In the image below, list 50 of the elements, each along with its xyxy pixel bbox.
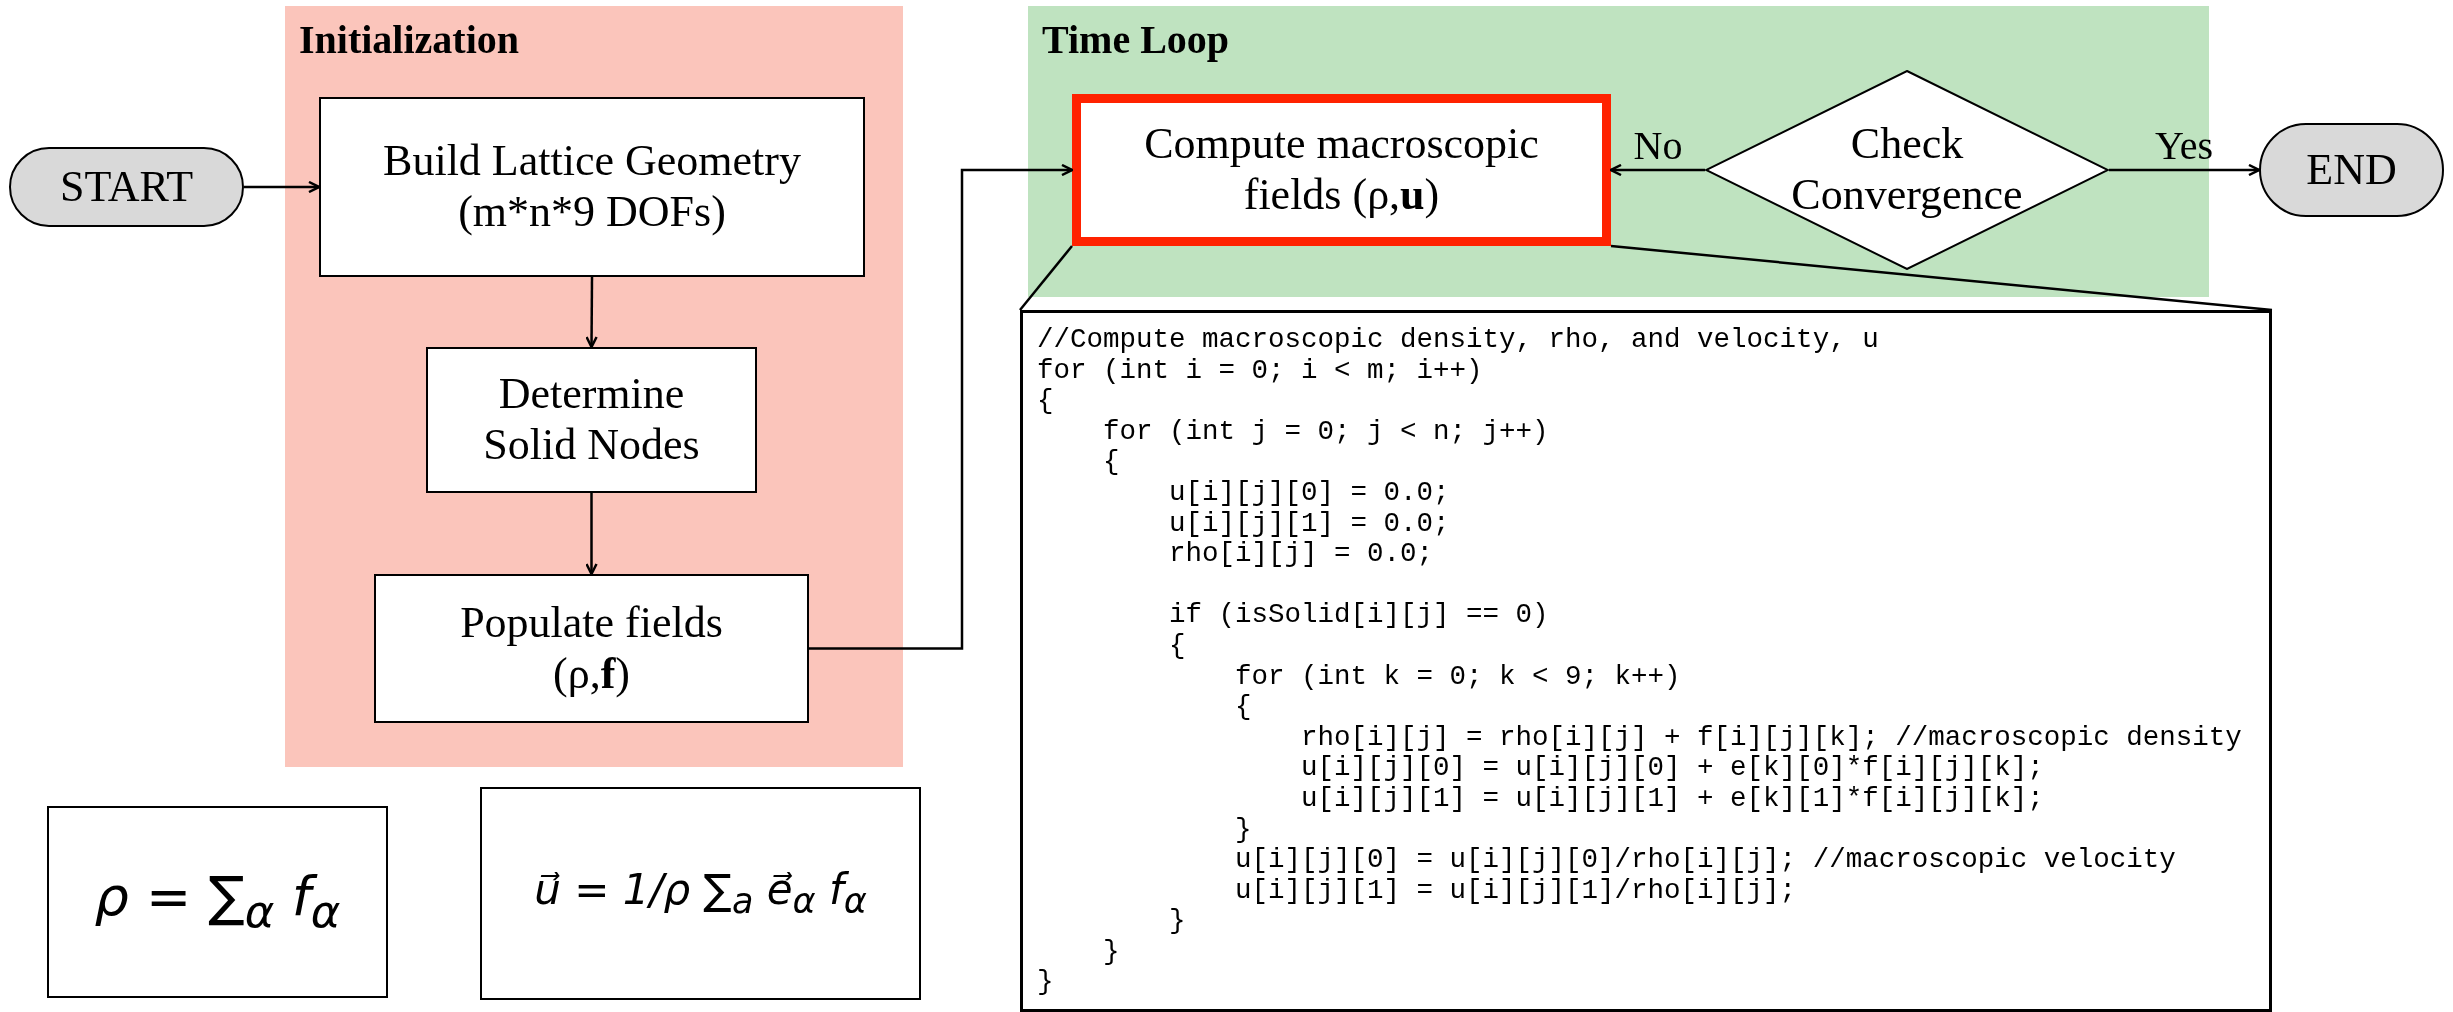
formula-text: ρ = ∑$_{α}$ f$_{α}$ xyxy=(94,866,341,938)
code-line: for (int i = 0; i < m; i++) xyxy=(1037,355,1483,387)
highlighted-process-box xyxy=(1072,94,1611,246)
code-line: } xyxy=(1168,906,1186,937)
formula-box xyxy=(480,787,921,1000)
code-listing-panel xyxy=(1020,310,2272,1012)
code-line: //Compute macroscopic density, rho, and velocity, u xyxy=(1037,325,1879,356)
arrow xyxy=(244,180,321,194)
stage-panel xyxy=(285,6,903,767)
code-line: u[i][j][0] = 0.0; xyxy=(1168,477,1450,509)
formula-text: u⃗ = 1/ρ ∑$_{a}$ e⃗$_{α}$ f$_{α}$ xyxy=(534,865,867,922)
code-line: u[i][j][1] = u[i][j][1] + e[k][1]*f[i][j][k]; xyxy=(1300,783,2044,815)
panel-title: Time Loop xyxy=(1042,16,1230,63)
code-line: for (int k = 0; k < 9; k++) xyxy=(1234,661,1681,693)
code-line: { xyxy=(1168,630,1186,662)
code-line: rho[i][j] = 0.0; xyxy=(1168,539,1434,570)
process-box xyxy=(374,574,809,723)
code-line: u[i][j][1] = u[i][j][1]/rho[i][j]; xyxy=(1234,875,1797,907)
node-label: Compute macroscopic fields (ρ,u) xyxy=(1143,119,1540,221)
arrow xyxy=(2109,163,2261,177)
node-label: Determine Solid Nodes xyxy=(482,369,701,471)
node-label: Check Convergence xyxy=(1790,119,2024,221)
code-line: for (int j = 0; j < n; j++) xyxy=(1102,416,1549,448)
code-line: u[i][j][0] = u[i][j][0]/rho[i][j]; //macroscopic velocity xyxy=(1234,845,2176,876)
code-line: { xyxy=(1234,692,1252,723)
code-line: u[i][j][0] = u[i][j][0] + e[k][0]*f[i][j][k]; xyxy=(1300,753,2044,784)
formula-box xyxy=(47,806,388,998)
code-line: u[i][j][1] = 0.0; xyxy=(1168,508,1450,540)
connector-line xyxy=(1610,244,2273,312)
arrow xyxy=(809,163,1074,650)
process-box xyxy=(319,97,865,277)
code-line: if (isSolid[i][j] == 0) xyxy=(1168,600,1549,631)
code-line: { xyxy=(1037,386,1054,417)
edge-label: No xyxy=(1632,126,1684,166)
code-line: { xyxy=(1102,447,1120,478)
arrow xyxy=(585,493,598,576)
code-line: } xyxy=(1234,814,1252,846)
arrow xyxy=(585,277,598,349)
node-label: END xyxy=(2306,144,2397,196)
code-line: } xyxy=(1102,936,1120,968)
node-label: Populate fields (ρ,f) xyxy=(459,597,724,700)
node-label: START xyxy=(59,161,194,213)
arrow xyxy=(1609,163,1705,177)
panel-title: Initialization xyxy=(299,16,520,63)
node-label: Build Lattice Geometry (m*n*9 DOFs) xyxy=(382,136,802,238)
code-line: } xyxy=(1037,967,1054,999)
edge-label: Yes xyxy=(2153,126,2215,166)
code-line: rho[i][j] = rho[i][j] + f[i][j][k]; //macroscopic density xyxy=(1300,722,2242,754)
decision-diamond xyxy=(1705,70,2109,270)
process-box xyxy=(426,347,757,493)
